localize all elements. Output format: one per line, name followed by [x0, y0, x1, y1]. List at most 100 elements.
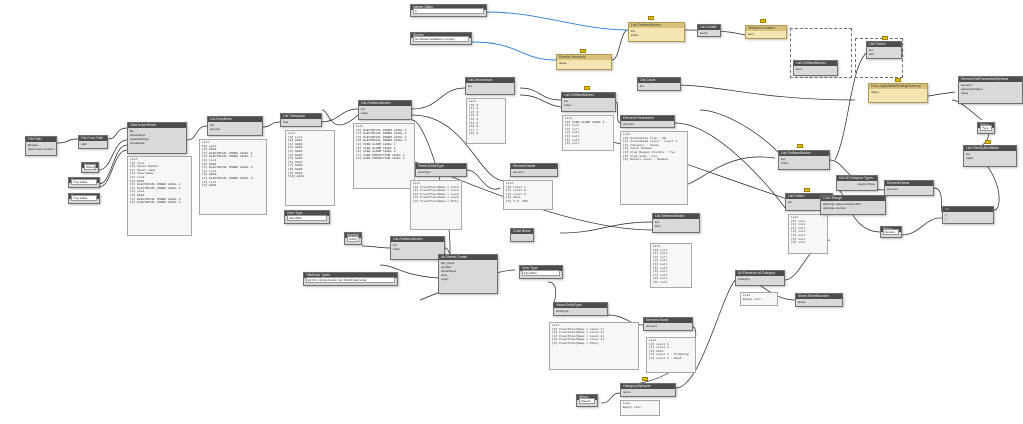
port[interactable]: element — [623, 122, 634, 126]
file-from-path-node[interactable]: File From Path path — [78, 135, 108, 149]
port[interactable]: list — [655, 220, 659, 224]
code-block-node[interactable]: Code Block — [510, 228, 534, 242]
sheets-node[interactable]: Sheets No Sheets available in project — [410, 32, 472, 45]
list-getitematindex-node[interactable]: List.GetItemAtIndex item — [793, 60, 838, 76]
views-entitytype-node[interactable]: Views.EntityType viewType — [553, 302, 608, 316]
string-node[interactable]: String Sheets — [576, 394, 598, 407]
string-node[interactable]: String Review — [880, 226, 902, 238]
string-value[interactable]: Review — [883, 229, 899, 235]
port[interactable]: showExcel — [130, 141, 145, 145]
sheet-number-node[interactable]: Sheet.SheetNumber sheet — [795, 293, 843, 307]
all-elements-of-category-node[interactable]: All Elements of Category Category — [735, 270, 785, 286]
string-node[interactable]: String Type — [977, 122, 995, 134]
boolean-node[interactable]: Boolean True False — [68, 193, 100, 204]
warning-icon[interactable]: ! — [648, 16, 654, 20]
list-create-node[interactable]: List Create item0 — [697, 24, 721, 37]
node-value[interactable]: Browse... — [28, 143, 41, 147]
titleblock-types-node[interactable]: Titleblock Types E1 30 x 42 Horizontal :… — [303, 272, 398, 286]
port[interactable]: index — [361, 111, 369, 115]
warning-icon[interactable]: ! — [895, 78, 901, 82]
port[interactable]: file — [130, 129, 134, 133]
titleblock-dropdown[interactable]: E1 30 x 42 Horizontal : E1 30x42 Horizon… — [306, 277, 395, 283]
port[interactable]: object — [871, 90, 880, 94]
warning-icon[interactable]: ! — [760, 19, 766, 23]
port[interactable]: value — [961, 91, 969, 95]
warning-icon[interactable]: ! — [580, 49, 586, 53]
port[interactable]: number — [441, 265, 452, 269]
port[interactable]: list — [640, 84, 644, 88]
port[interactable]: list — [631, 29, 635, 33]
port[interactable]: index — [781, 161, 789, 165]
view-type-node[interactable]: View Type FloorPlan — [519, 265, 563, 279]
boolean-value[interactable]: True False — [71, 195, 97, 201]
sheets-viewports-node[interactable]: Sheets.Viewports sheet — [556, 54, 612, 70]
port[interactable]: sheet — [559, 61, 567, 65]
get-all-viewport-types-node[interactable]: Get All Viewport Types viewportType — [836, 175, 878, 191]
warning-icon[interactable]: ! — [804, 188, 810, 192]
port[interactable]: Category — [738, 277, 751, 281]
warning-icon[interactable]: ! — [642, 377, 648, 381]
element-name-node[interactable]: Element.Name element — [510, 163, 558, 177]
port[interactable]: readAsStrings — [130, 137, 149, 141]
port[interactable]: amt — [869, 52, 875, 56]
list-transpose-node[interactable]: List.Transpose lists — [280, 113, 322, 127]
element-name-node[interactable]: Element.Name element — [643, 317, 693, 331]
list-count-node[interactable]: List.Count list — [637, 77, 681, 91]
port[interactable]: origin — [441, 277, 449, 281]
port[interactable]: list — [564, 99, 568, 103]
boolean-value[interactable]: True False — [71, 179, 97, 185]
port[interactable]: index — [564, 103, 572, 107]
port[interactable]: path — [81, 142, 87, 146]
port[interactable]: title_block — [441, 261, 455, 265]
number-value[interactable]: 0.000 — [347, 236, 359, 242]
views-entitytype-node[interactable]: Views.EntityType viewType — [415, 163, 467, 177]
port[interactable]: viewType — [556, 309, 569, 313]
slider-value[interactable]: 0 — [413, 8, 484, 14]
port[interactable]: item — [796, 67, 802, 71]
sheets-dropdown[interactable]: No Sheets available in project — [413, 36, 469, 42]
string-node[interactable]: String Sheet1 — [81, 162, 99, 173]
func-apply-node[interactable]: Func.ApplyWithWorkingDirectory object — [868, 83, 928, 103]
port[interactable]: sheet — [798, 300, 806, 304]
port[interactable]: index — [393, 247, 401, 251]
port[interactable]: lists — [283, 120, 289, 124]
data-import-excel-node[interactable]: Data.ImportExcel file sheetName readAsSt… — [127, 122, 187, 154]
port[interactable]: element — [961, 83, 972, 87]
warning-icon[interactable]: ! — [985, 140, 991, 144]
port[interactable]: list — [788, 200, 792, 204]
element-name-node[interactable]: Element.Name element — [884, 180, 934, 196]
port[interactable]: viewportType — [857, 182, 875, 186]
port[interactable]: element — [646, 324, 657, 328]
view-type-dropdown[interactable]: FloorPlan — [287, 215, 327, 221]
port[interactable]: viewType — [418, 170, 431, 174]
port[interactable]: item — [655, 224, 661, 228]
file-path-node[interactable]: File Path Browse...\plant view to sheet … — [25, 136, 57, 156]
port[interactable]: list — [468, 84, 472, 88]
boolean-node[interactable]: Boolean True False — [68, 177, 100, 188]
category-byname-node[interactable]: Category.ByName name — [620, 383, 676, 397]
port[interactable]: x — [945, 213, 947, 217]
port[interactable]: view — [441, 273, 448, 277]
port[interactable]: mask — [966, 156, 974, 160]
sheets-create-node[interactable]: ds.Sheets.Create title_block number shee… — [438, 254, 498, 294]
number-node[interactable]: Number 0.000 — [344, 232, 362, 245]
port[interactable]: list — [869, 48, 873, 52]
list-deconstruct-node[interactable]: List.Deconstruct list — [465, 77, 515, 95]
port[interactable]: sheetName — [441, 269, 457, 273]
port[interactable]: item0 — [700, 31, 708, 35]
port[interactable]: list — [393, 243, 397, 247]
port[interactable]: parameterName — [961, 87, 983, 91]
string-value[interactable]: Sheet1 — [84, 164, 96, 170]
warning-icon[interactable]: ! — [882, 36, 888, 40]
warning-icon[interactable]: ! — [584, 86, 590, 90]
view-type-dropdown[interactable]: FloorPlan — [522, 270, 560, 276]
